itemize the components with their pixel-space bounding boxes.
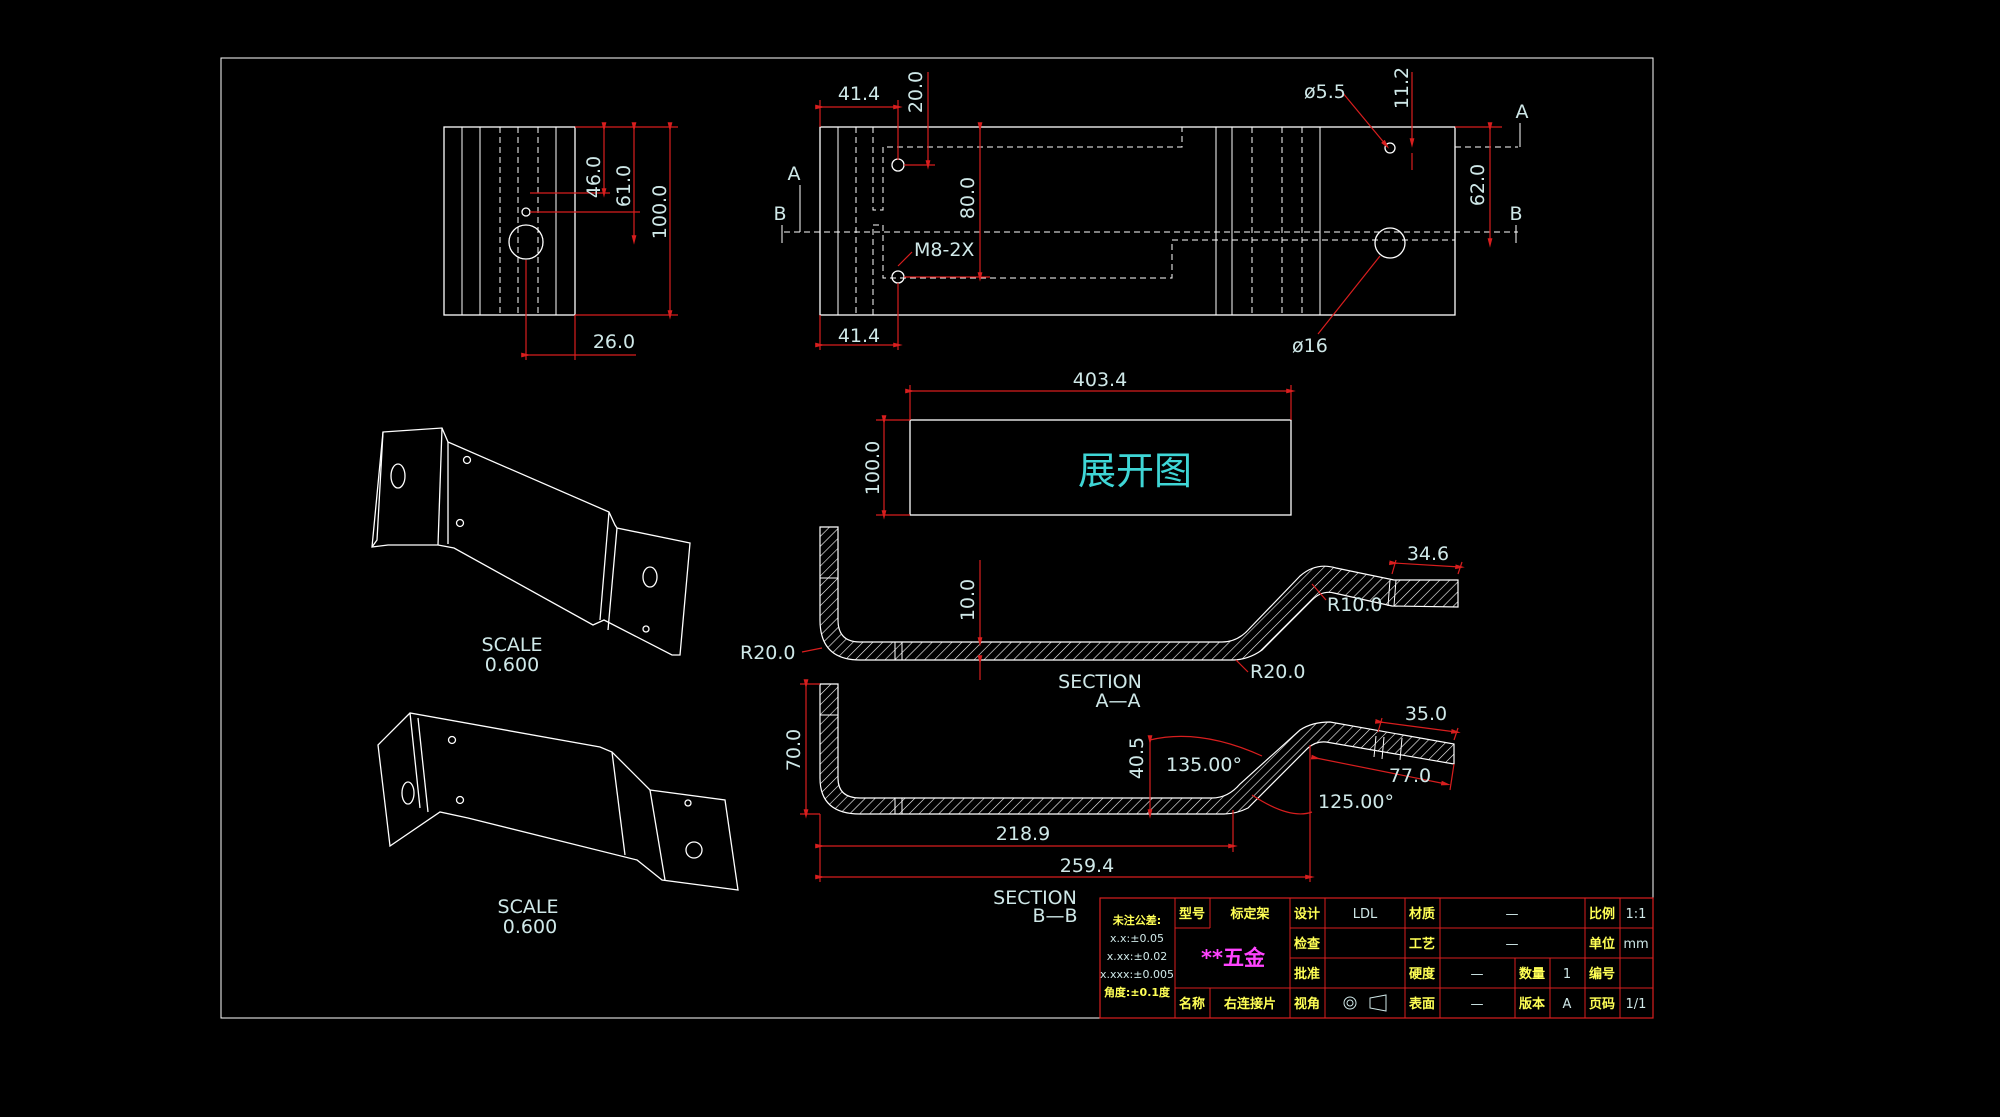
dim-46-0: 46.0 xyxy=(583,156,605,198)
hole-d5-5: ø5.5 xyxy=(1304,81,1346,103)
name-label: 名称 xyxy=(1179,996,1205,1012)
section-b-b: 70.0 40.5 135.00° 125.00° 35.0 77.0 218.… xyxy=(783,679,1461,927)
material-value: — xyxy=(1506,907,1519,922)
section-a-label-2: A—A xyxy=(1096,690,1141,712)
unit-value: mm xyxy=(1623,937,1648,952)
isometric-view-2: SCALE 0.600 xyxy=(377,712,739,938)
section-b-label-2: B—B xyxy=(1032,905,1077,927)
tolerance-1: x.x:±0.05 xyxy=(1110,932,1164,945)
design-label: 设计 xyxy=(1294,906,1320,922)
dim-70-0: 70.0 xyxy=(783,729,805,771)
tolerance-4: 角度:±0.1度 xyxy=(1104,985,1171,999)
name-value: 右连接片 xyxy=(1223,996,1276,1012)
projection-symbol-icon xyxy=(1343,994,1387,1012)
tolerance-title: 未注公差: xyxy=(1112,913,1161,927)
surface-label: 表面 xyxy=(1408,996,1435,1012)
angle-125: 125.00° xyxy=(1318,791,1394,813)
design-value: LDL xyxy=(1353,907,1378,922)
section-a-a: 10.0 34.6 R10.0 R20.0 R20.0 SECTION A—A xyxy=(740,526,1465,712)
thread-callout: M8-2X xyxy=(914,239,974,261)
tolerance-3: x.xxx:±0.005 xyxy=(1100,968,1174,981)
dim-10-0: 10.0 xyxy=(957,579,979,621)
version-label: 版本 xyxy=(1519,996,1545,1012)
qty-label: 数量 xyxy=(1519,966,1545,982)
radius-r20-right: R20.0 xyxy=(1250,661,1306,683)
dim-41-4-top: 41.4 xyxy=(838,83,880,105)
hole-d16: ø16 xyxy=(1292,335,1328,357)
dim-34-6: 34.6 xyxy=(1407,543,1449,565)
dim-61-0: 61.0 xyxy=(613,165,635,207)
process-label: 工艺 xyxy=(1409,936,1435,952)
flat-pattern: 403.4 100.0 展开图 xyxy=(862,369,1296,520)
number-label: 编号 xyxy=(1589,966,1615,982)
dim-259-4: 259.4 xyxy=(1060,855,1114,877)
scale-label-1b: 0.600 xyxy=(485,654,539,676)
dim-218-9: 218.9 xyxy=(996,823,1050,845)
scale-label-2a: SCALE xyxy=(498,896,559,918)
dim-62-0: 62.0 xyxy=(1467,164,1489,206)
hardness-value: — xyxy=(1471,967,1484,982)
dim-41-4-bottom: 41.4 xyxy=(838,325,880,347)
dim-35-0: 35.0 xyxy=(1405,703,1447,725)
front-view: A B A B 41.4 20.0 80.0 41.4 M8-2X ø5.5 1… xyxy=(773,67,1528,357)
model-label: 型号 xyxy=(1179,906,1205,922)
title-block: 未注公差: x.x:±0.05 x.xx:±0.02 x.xxx:±0.005 … xyxy=(1099,897,1654,1019)
model-value: 标定架 xyxy=(1229,906,1269,922)
check-label: 检查 xyxy=(1294,936,1321,952)
dim-80-0: 80.0 xyxy=(957,177,979,219)
scale-label: 比例 xyxy=(1589,906,1615,922)
dim-11-2: 11.2 xyxy=(1391,67,1413,109)
material-label: 材质 xyxy=(1409,906,1435,922)
sheet-border xyxy=(220,57,1654,1019)
flat-pattern-title: 展开图 xyxy=(1078,449,1192,493)
scale-value: 1:1 xyxy=(1626,907,1647,922)
section-b-label-1: SECTION xyxy=(993,887,1077,909)
dim-26-0: 26.0 xyxy=(593,331,635,353)
dim-20-0: 20.0 xyxy=(905,71,927,113)
qty-value: 1 xyxy=(1563,967,1571,982)
approve-label: 批准 xyxy=(1294,966,1320,982)
section-a-label-1: SECTION xyxy=(1058,671,1142,693)
scale-label-1a: SCALE xyxy=(482,634,543,656)
dim-100-0-side: 100.0 xyxy=(649,185,671,239)
section-marker-b-right: B xyxy=(1509,203,1522,225)
section-marker-b-left: B xyxy=(773,203,786,225)
section-marker-a-left: A xyxy=(788,163,801,185)
section-marker-a-right: A xyxy=(1516,101,1529,123)
surface-value: — xyxy=(1471,997,1484,1012)
hardness-label: 硬度 xyxy=(1409,966,1436,982)
tolerance-2: x.xx:±0.02 xyxy=(1107,950,1167,963)
isometric-view-1: SCALE 0.600 xyxy=(371,427,691,676)
dim-77-0: 77.0 xyxy=(1389,765,1431,787)
view-label: 视角 xyxy=(1294,996,1320,1012)
page-label: 页码 xyxy=(1589,997,1615,1012)
process-value: — xyxy=(1506,937,1519,952)
page-value: 1/1 xyxy=(1626,997,1647,1012)
radius-r10: R10.0 xyxy=(1327,594,1383,616)
unit-label: 单位 xyxy=(1589,936,1615,952)
dim-100-0-flat: 100.0 xyxy=(862,441,884,495)
side-view: 46.0 61.0 100.0 26.0 xyxy=(443,122,678,360)
company-name: **五金 xyxy=(1201,946,1266,970)
version-value: A xyxy=(1563,997,1572,1012)
dim-40-5: 40.5 xyxy=(1126,737,1148,779)
dim-403-4: 403.4 xyxy=(1073,369,1127,391)
scale-label-2b: 0.600 xyxy=(503,916,557,938)
radius-r20-left: R20.0 xyxy=(740,642,796,664)
angle-135: 135.00° xyxy=(1166,754,1242,776)
